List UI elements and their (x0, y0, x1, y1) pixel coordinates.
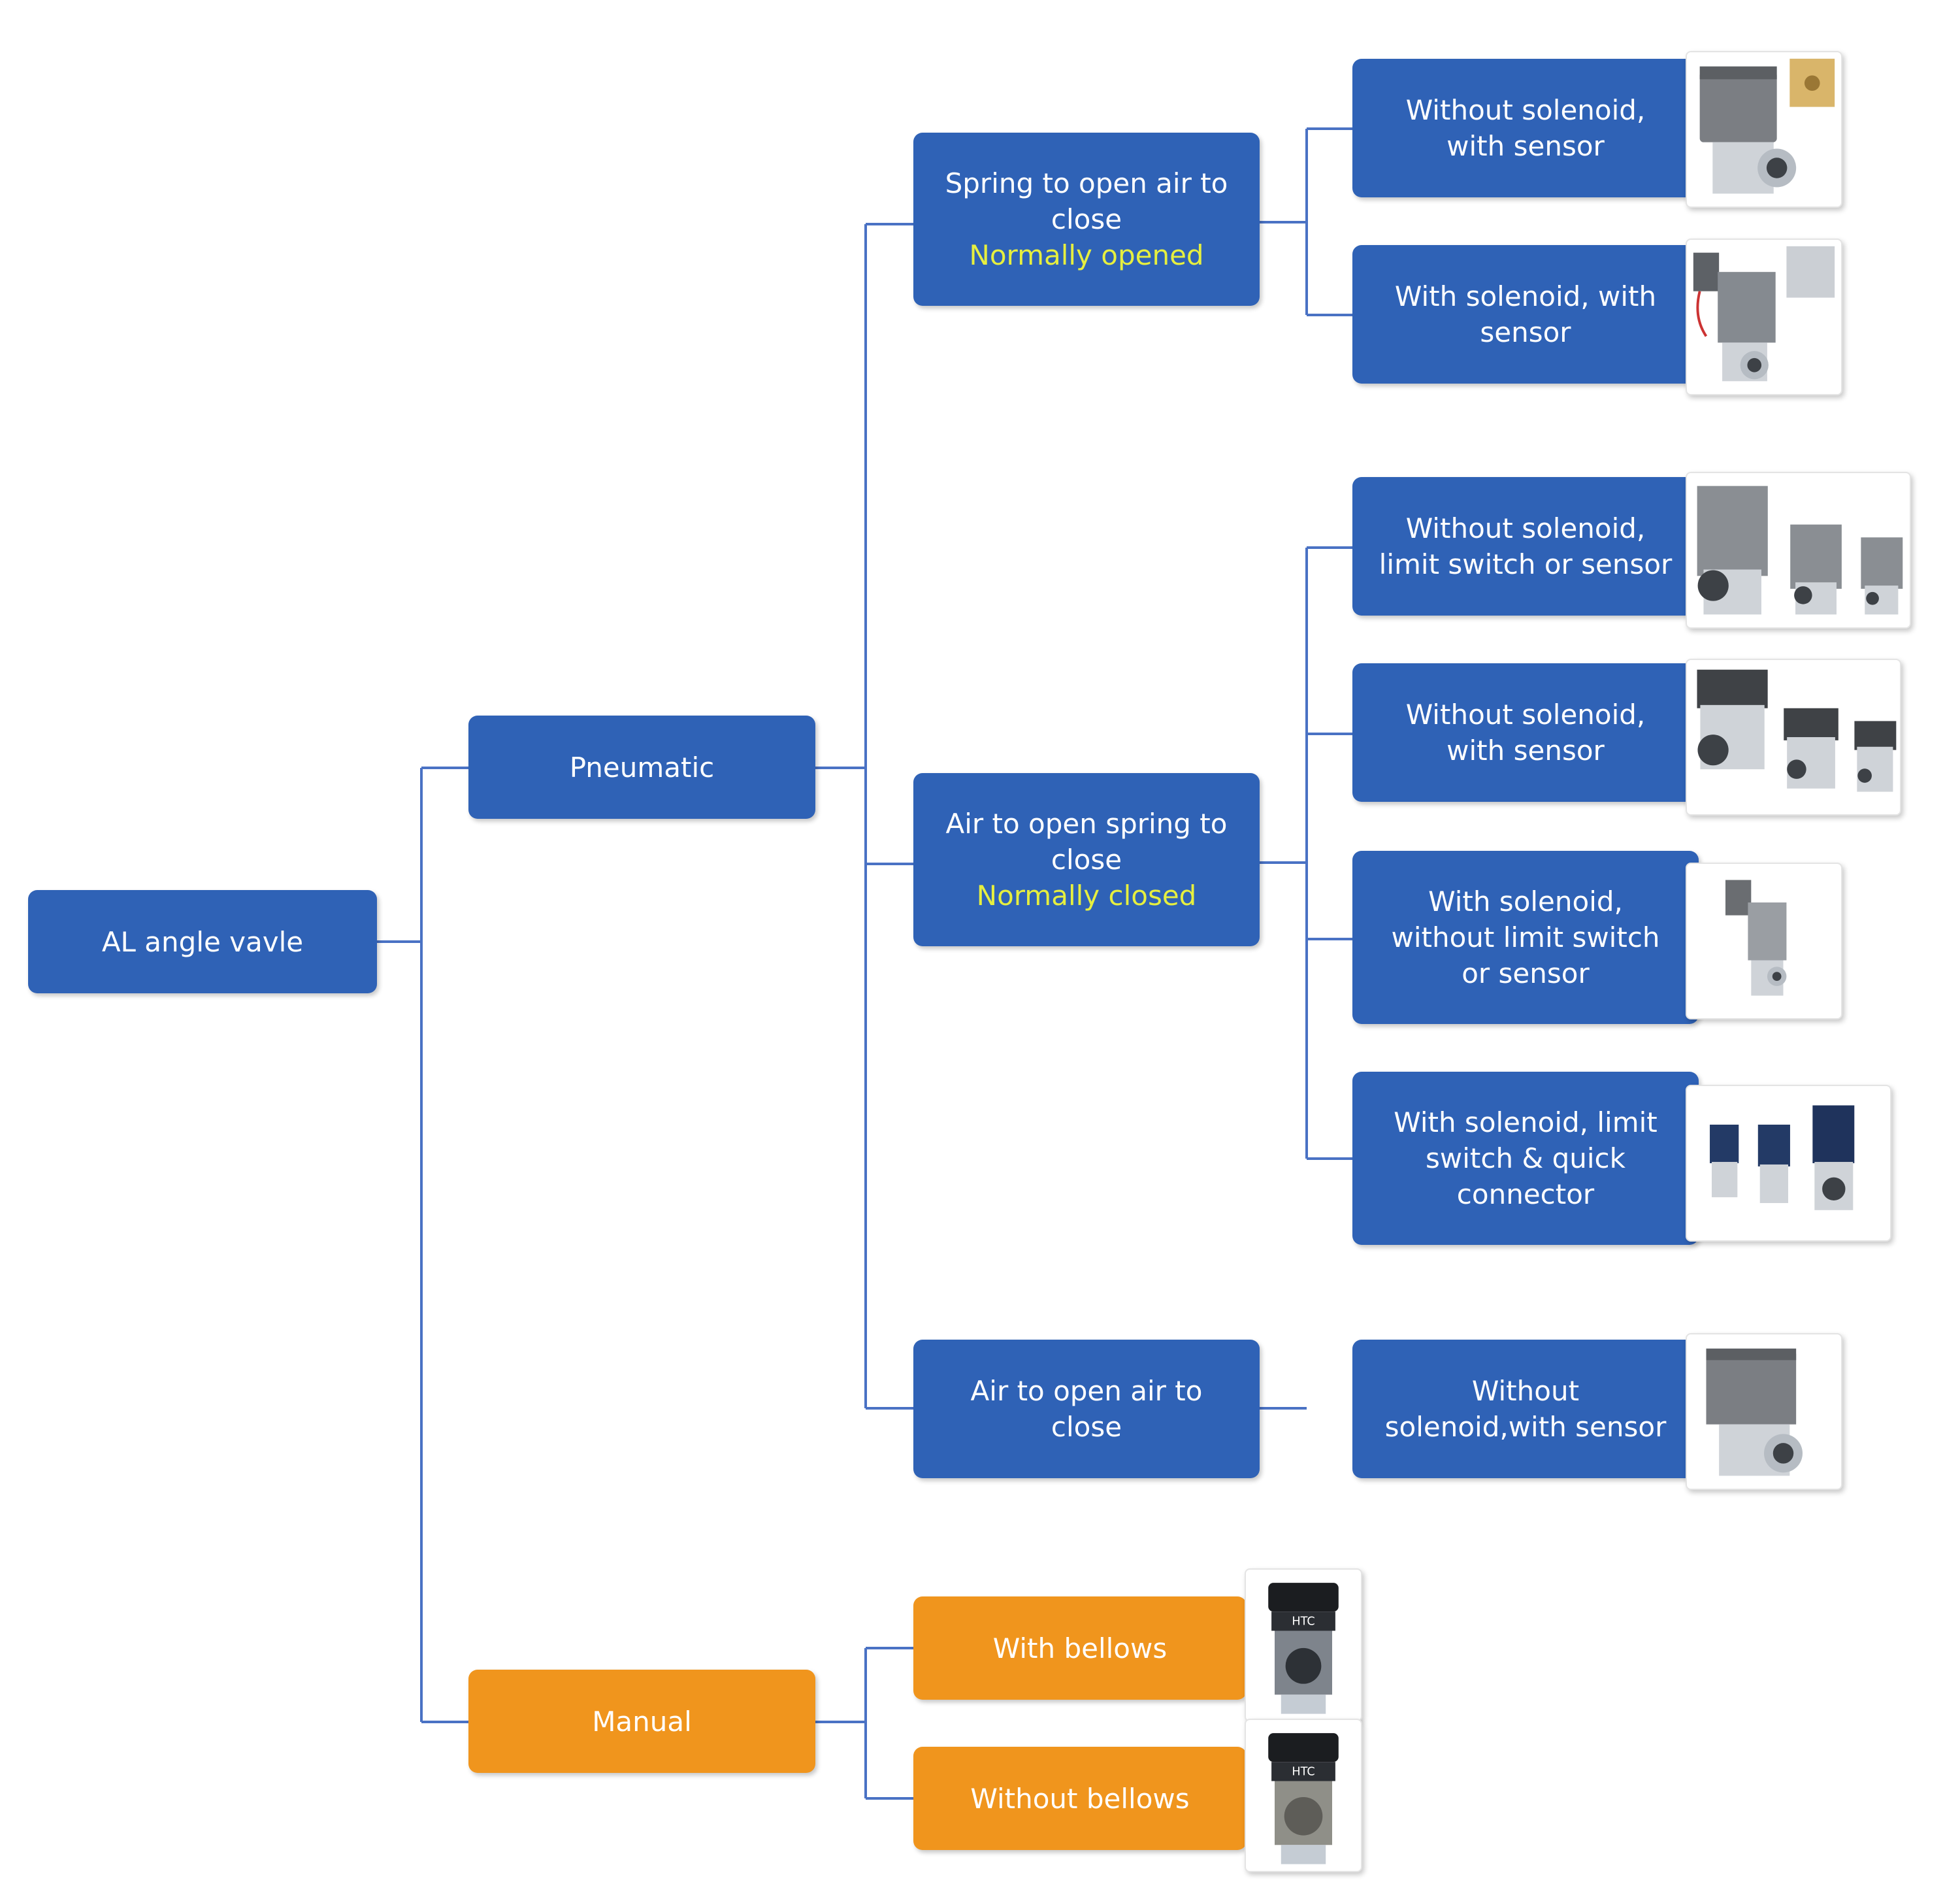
spring-open-label: Spring to open air to close (945, 167, 1228, 235)
air-open-spring-node: Air to open spring to close Normally clo… (913, 773, 1260, 946)
manual-valve-no-bellows-photo: HTC (1245, 1719, 1362, 1872)
air-open-air-node: Air to open air to close (913, 1340, 1260, 1478)
pneumatic-label: Pneumatic (569, 751, 715, 784)
air-open-spring-label: Air to open spring to close (945, 808, 1228, 876)
normally-closed-label: Normally closed (976, 880, 1197, 912)
option-label: With solenoid, with sensor (1394, 280, 1657, 348)
option-label: Without solenoid, with sensor (1405, 699, 1646, 767)
root-node: AL angle vavle (28, 890, 377, 993)
option-nc-without-solenoid-limit: Without solenoid, limit switch or sensor (1352, 477, 1699, 616)
air-open-air-label: Air to open air to close (970, 1375, 1203, 1443)
option-aa-without-solenoid-sensor: Without solenoid,with sensor (1352, 1340, 1699, 1478)
option-label: With solenoid, without limit switch or s… (1391, 885, 1660, 989)
valve-with-solenoid-photo (1686, 239, 1842, 395)
connector-manual (815, 1647, 913, 1800)
option-nc-without-solenoid-sensor: Without solenoid, with sensor (1352, 663, 1699, 802)
svg-text:HTC: HTC (1292, 1615, 1315, 1628)
without-bellows-node: Without bellows (913, 1747, 1247, 1850)
connector-air-spring (1260, 546, 1352, 1160)
option-label: With solenoid, limit switch & quick conn… (1394, 1106, 1658, 1210)
pneumatic-node: Pneumatic (468, 716, 815, 819)
manual-node: Manual (468, 1670, 815, 1773)
option-label: Without solenoid,with sensor (1384, 1375, 1667, 1443)
with-bellows-label: With bellows (992, 1632, 1168, 1664)
option-nc-with-solenoid-limit-quick: With solenoid, limit switch & quick conn… (1352, 1072, 1699, 1245)
without-bellows-label: Without bellows (970, 1782, 1190, 1815)
option-label: Without solenoid, limit switch or sensor (1379, 512, 1673, 580)
valve-set-plain-photo (1686, 472, 1911, 629)
root-label: AL angle vavle (101, 925, 304, 958)
manual-valve-bellows-photo: HTC (1245, 1568, 1362, 1722)
svg-text:HTC: HTC (1292, 1766, 1315, 1779)
valve-solenoid-small-photo (1686, 863, 1842, 1019)
option-no-with-solenoid-sensor: With solenoid, with sensor (1352, 245, 1699, 384)
valve-set-quick-connector-photo (1686, 1085, 1891, 1242)
connector-pneumatic (815, 223, 913, 1410)
spring-open-node: Spring to open air to close Normally ope… (913, 133, 1260, 306)
manual-label: Manual (592, 1705, 692, 1738)
valve-with-sensor-photo (1686, 51, 1842, 208)
option-label: Without solenoid, with sensor (1405, 94, 1646, 162)
connector-spring-open (1260, 127, 1352, 316)
valve-set-sensor-photo (1686, 659, 1901, 816)
connector-root (377, 767, 468, 1723)
option-no-without-solenoid-sensor: Without solenoid, with sensor (1352, 59, 1699, 197)
normally-opened-label: Normally opened (969, 239, 1204, 271)
valve-air-air-photo (1686, 1333, 1842, 1490)
option-nc-with-solenoid-no-limit: With solenoid, without limit switch or s… (1352, 851, 1699, 1024)
with-bellows-node: With bellows (913, 1596, 1247, 1700)
